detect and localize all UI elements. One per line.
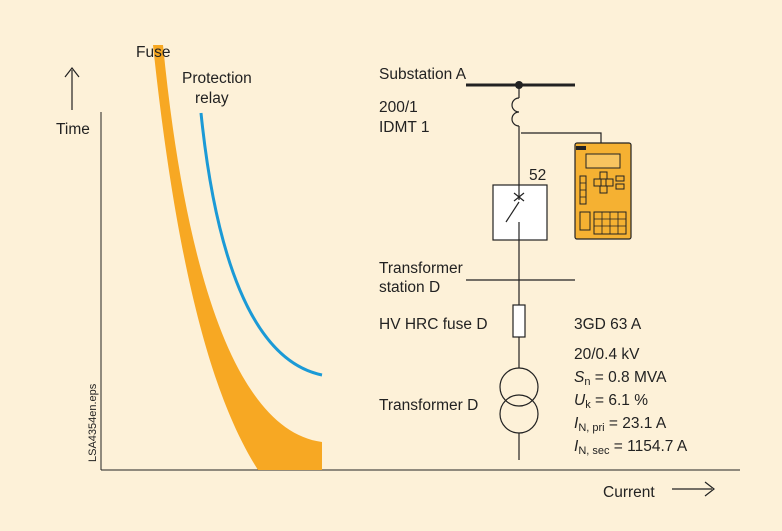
hv-fuse-icon: [512, 304, 526, 338]
file-id-label: LSA4354en.eps: [87, 383, 99, 462]
short-circuit-voltage: Uk = 6.1 %: [574, 392, 648, 411]
relay-curve-label-line2: relay: [195, 90, 229, 107]
substation-label: Substation A: [379, 66, 467, 83]
relay-curve-label-line1: Protection: [182, 70, 252, 87]
relay-curve: [199, 112, 323, 377]
circuit-breaker-icon: [492, 184, 548, 241]
transformer-label: Transformer D: [379, 397, 478, 414]
transformer-ratings: 20/0.4 kV Sn = 0.8 MVA Uk = 6.1 % IN, pr…: [574, 346, 688, 457]
time-current-plot: Time Current Fuse Protection relay LSA43…: [56, 44, 740, 501]
fuse-curve-band: [153, 45, 322, 470]
rated-power: Sn = 0.8 MVA: [574, 369, 667, 388]
transformer-voltage: 20/0.4 kV: [574, 346, 640, 363]
transformer-icon: [499, 367, 539, 434]
primary-rated-current: IN, pri = 23.1 A: [574, 415, 667, 434]
relay-type-label: IDMT 1: [379, 119, 430, 136]
station-label-line2: station D: [379, 279, 440, 296]
time-arrow-icon: [64, 67, 80, 110]
relay-device-icon: [574, 142, 632, 240]
hv-fuse-label: HV HRC fuse D: [379, 316, 488, 333]
secondary-rated-current: IN, sec = 1154.7 A: [574, 438, 688, 457]
current-transformer-icon: [511, 97, 520, 127]
fuse-rating-label: 3GD 63 A: [574, 316, 642, 333]
fuse-curve-label: Fuse: [136, 44, 170, 61]
station-label-line1: Transformer: [379, 260, 463, 277]
y-axis-label: Time: [56, 121, 90, 138]
breaker-number-label: 52: [529, 167, 546, 184]
ct-ratio-label: 200/1: [379, 99, 418, 116]
ct-wiring: [521, 132, 602, 143]
single-line-diagram: Substation A 200/1 IDMT 1: [379, 66, 688, 460]
x-axis-label: Current: [603, 484, 655, 501]
current-arrow-icon: [672, 481, 715, 497]
